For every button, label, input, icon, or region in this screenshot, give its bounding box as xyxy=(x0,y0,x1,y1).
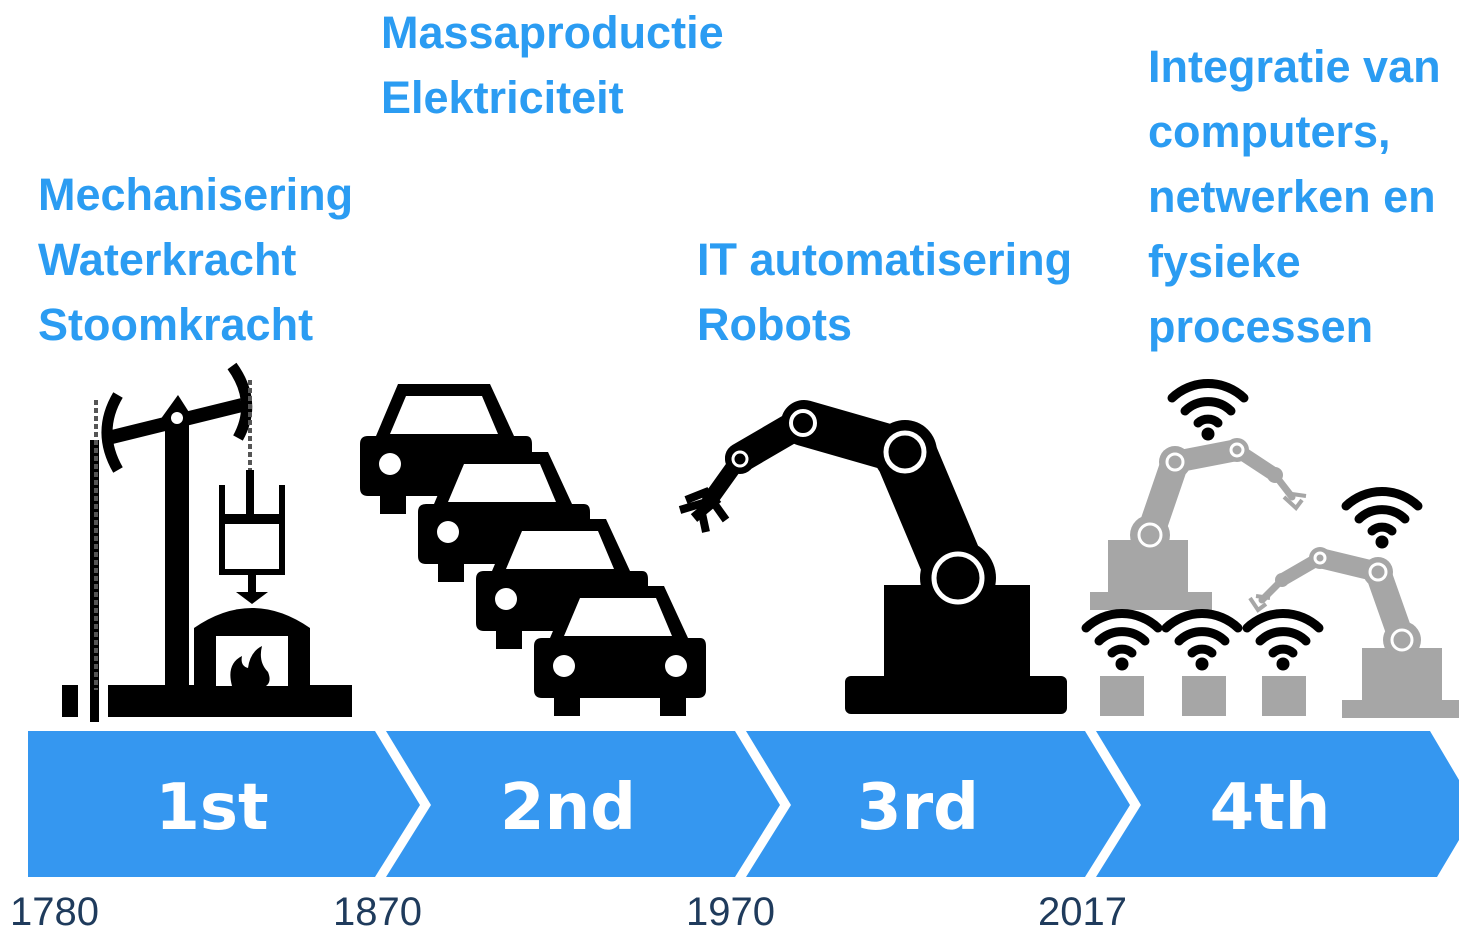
era-3-caption-line: Robots xyxy=(697,299,852,350)
era-1-arrow xyxy=(28,731,420,877)
steam-pump-icon xyxy=(62,362,352,722)
era-4-label: 4th xyxy=(1210,771,1331,845)
era-4-arrow xyxy=(1096,731,1459,877)
era-4-caption-line: netwerken en xyxy=(1148,171,1436,222)
era-3-caption-line: IT automatisering xyxy=(697,234,1073,285)
connected-robots-icon xyxy=(1086,384,1459,718)
era-1-label: 1st xyxy=(155,771,268,845)
era-4-caption-line: processen xyxy=(1148,301,1374,352)
era-2-caption: Massaproductie Elektriciteit xyxy=(381,0,724,130)
era-3-caption: IT automatisering Robots xyxy=(697,227,1072,357)
era-3-arrow xyxy=(746,731,1130,877)
timeline-arrows xyxy=(28,731,1459,877)
era-4-caption: Integratie van computers, netwerken en f… xyxy=(1148,34,1441,359)
era-1-year: 1780 xyxy=(10,890,99,934)
era-4-caption-line: computers, xyxy=(1148,106,1391,157)
robot-arm-icon xyxy=(678,400,1067,714)
era-1-caption-line: Stoomkracht xyxy=(38,299,314,350)
cars-assembly-icon xyxy=(360,384,706,716)
era-2-label: 2nd xyxy=(500,771,636,845)
era-4-caption-line: Integratie van xyxy=(1148,41,1441,92)
era-4-caption-line: fysieke xyxy=(1148,236,1301,287)
era-2-caption-line: Elektriciteit xyxy=(381,72,624,123)
era-3-year: 1970 xyxy=(686,890,775,934)
era-1-caption-line: Waterkracht xyxy=(38,234,297,285)
era-3-label: 3rd xyxy=(857,771,979,845)
era-4-year: 2017 xyxy=(1038,890,1127,934)
era-2-arrow xyxy=(386,731,780,877)
era-2-year: 1870 xyxy=(333,890,422,934)
era-1-caption: Mechanisering Waterkracht Stoomkracht xyxy=(38,162,353,357)
era-2-caption-line: Massaproductie xyxy=(381,7,724,58)
era-1-caption-line: Mechanisering xyxy=(38,169,354,220)
